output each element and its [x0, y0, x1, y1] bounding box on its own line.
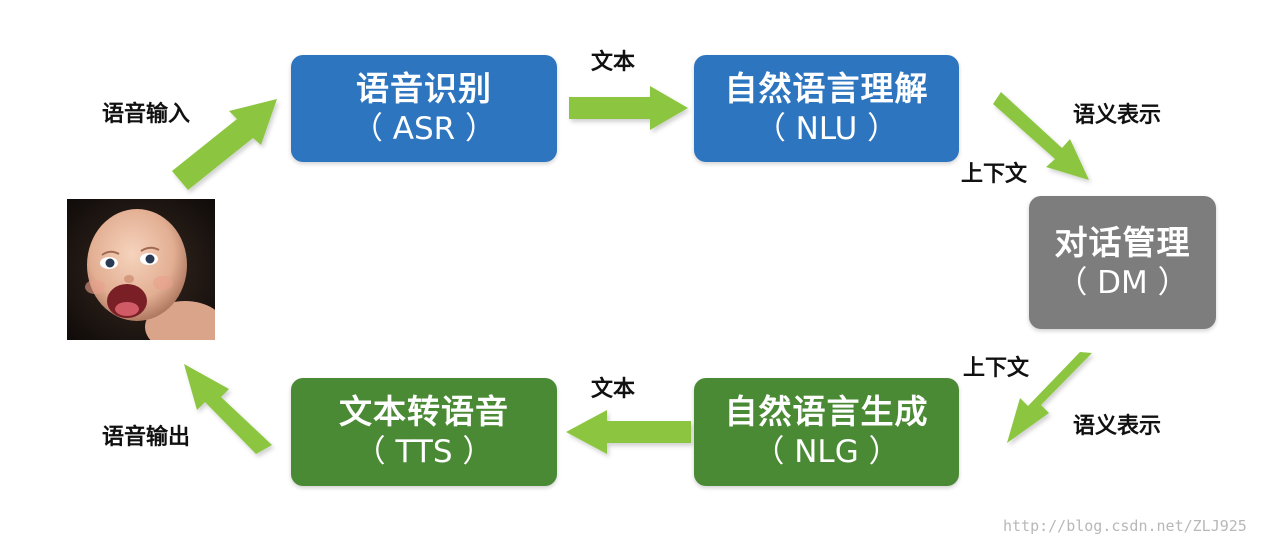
speech-output-label: 语音输出: [102, 425, 191, 450]
asr-title: 语音识别: [356, 68, 492, 108]
nlg-title: 自然语言生成: [724, 392, 929, 431]
baby-face-photo: [67, 199, 215, 340]
dm-title: 对话管理: [1054, 222, 1191, 262]
arrow-nlg-to-tts: [566, 410, 691, 454]
arrow-speech-out: [184, 364, 272, 454]
speech-input-label: 语音输入: [102, 102, 191, 127]
nlg-node: 自然语言生成 （ NLG ）: [694, 378, 959, 486]
text-label-top: 文本: [591, 50, 636, 75]
semantic-label-bottom: 语义表示: [1073, 414, 1162, 439]
nlu-title: 自然语言理解: [724, 68, 929, 108]
dm-node: 对话管理 （ DM ）: [1029, 196, 1216, 329]
nlg-abbr: （ NLG ）: [753, 434, 900, 470]
tts-title: 文本转语音: [339, 392, 509, 431]
tts-abbr: （ TTS ）: [354, 434, 494, 470]
context-label-top: 上下文: [961, 162, 1028, 187]
tts-node: 文本转语音 （ TTS ）: [291, 378, 557, 486]
dm-abbr: （ DM ）: [1056, 264, 1189, 301]
asr-abbr: （ ASR ）: [351, 110, 497, 147]
context-label-bottom: 上下文: [963, 356, 1030, 381]
arrow-dm-to-nlg: [1007, 352, 1092, 443]
arrow-nlu-to-dm: [993, 92, 1089, 180]
watermark: http://blog.csdn.net/ZLJ925: [1003, 517, 1247, 535]
text-label-bottom: 文本: [591, 377, 636, 402]
arrow-asr-to-nlu: [569, 86, 688, 130]
arrow-speech-in: [172, 99, 277, 190]
asr-node: 语音识别 （ ASR ）: [291, 55, 557, 162]
semantic-label-top: 语义表示: [1073, 103, 1162, 128]
nlu-node: 自然语言理解 （ NLU ）: [694, 55, 959, 162]
nlu-abbr: （ NLU ）: [754, 110, 899, 147]
